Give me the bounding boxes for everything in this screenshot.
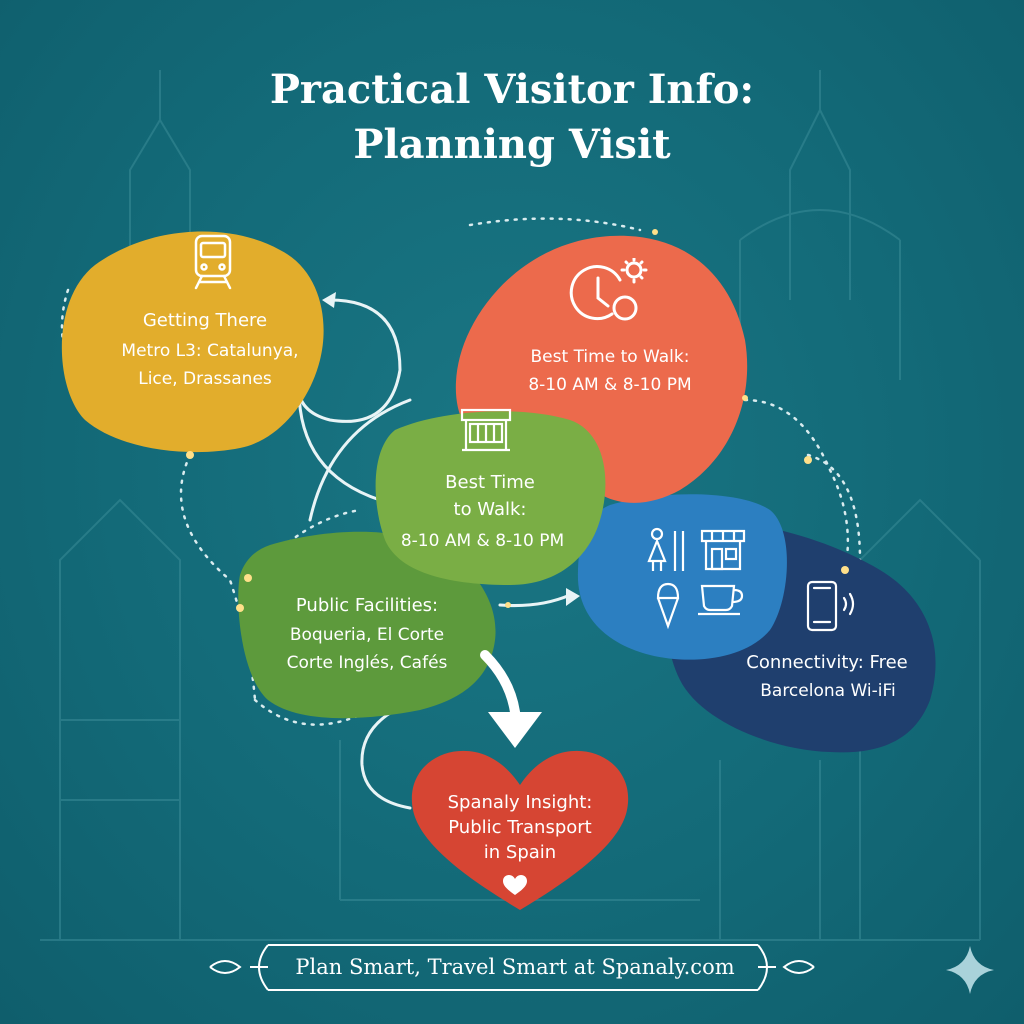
smartphone-icon: [806, 580, 855, 632]
footer-text: Plan Smart, Travel Smart at Spanaly.com: [295, 955, 735, 979]
coffee-cup-icon: [698, 584, 744, 616]
footer-frame: [209, 944, 815, 991]
best-time-orange-line-1: 8-10 AM & 8-10 PM: [528, 375, 692, 395]
insight-line-2: Public Transport: [448, 817, 592, 838]
arrowhead-small: [566, 588, 580, 606]
sparkle-icon: [946, 946, 994, 994]
card-amenities-shape: [577, 494, 787, 660]
title-line-2: Planning Visit: [353, 121, 671, 168]
insight-line-1: Spanaly Insight:: [447, 792, 593, 813]
arrowhead-small: [322, 292, 336, 308]
getting-there-line-1: Metro L3: Catalunya,: [121, 341, 299, 361]
card-insight-shape: [411, 750, 629, 910]
clock-sun-icon: [569, 258, 648, 321]
public-facilities-line-1: Boqueria, El Corte: [289, 625, 445, 645]
ice-cream-icon: [656, 582, 680, 630]
down-arrow: [480, 650, 542, 748]
best-time-orange-heading: Best Time to Walk:: [530, 347, 690, 367]
card-getting-there-shape: [61, 231, 324, 453]
best-time-green-line-3: 8-10 AM & 8-10 PM: [400, 531, 565, 551]
train-icon: [194, 234, 232, 290]
best-time-green-line-1: Best Time: [445, 472, 535, 493]
getting-there-heading: Getting There: [142, 310, 268, 331]
shop-icon: [700, 529, 746, 571]
card-public-facilities-shape: [238, 531, 496, 719]
market-stall-icon: [460, 408, 512, 452]
heart-icon: [503, 875, 527, 895]
restroom-icon: [647, 527, 685, 571]
public-facilities-heading: Public Facilities:: [295, 595, 439, 616]
glow-dots: [186, 229, 849, 612]
page-title: Practical Visitor Info: Planning Visit: [0, 62, 1024, 172]
card-best-time-green-shape: [375, 411, 606, 585]
connectivity-line-1: Connectivity: Free: [746, 652, 908, 673]
connectivity-line-2: Barcelona Wi-iFi: [760, 681, 896, 701]
getting-there-line-2: Lice, Drassanes: [138, 369, 272, 389]
title-line-1: Practical Visitor Info:: [269, 66, 755, 113]
insight-line-3: in Spain: [483, 842, 557, 863]
best-time-green-line-2: to Walk:: [453, 499, 527, 520]
public-facilities-line-2: Corte Inglés, Cafés: [286, 653, 448, 673]
